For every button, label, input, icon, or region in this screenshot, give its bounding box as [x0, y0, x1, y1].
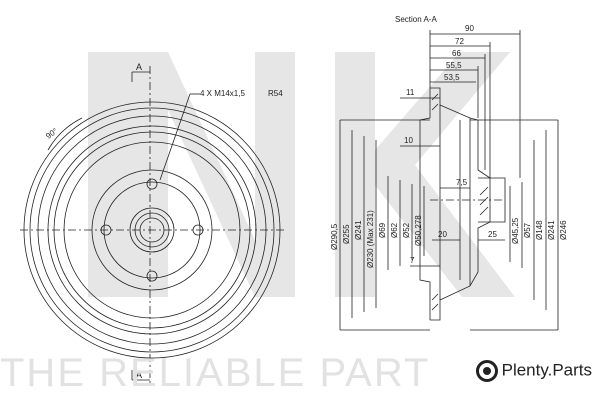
dim-small-2: 10	[404, 136, 413, 145]
dia-left-3: Ø241	[354, 220, 363, 240]
bolt-note: 4 X M14x1,5	[200, 89, 245, 98]
plenty-parts-logo-icon	[475, 360, 498, 382]
dia-left-6: Ø62	[390, 222, 399, 238]
bolt-hole	[146, 270, 158, 282]
dim-small-6: 7	[410, 256, 415, 265]
dia-left-8: Ø50,278	[414, 215, 423, 246]
angle-label: 90°	[44, 126, 59, 140]
radius-note: R54	[268, 89, 283, 98]
dia-left-7: Ø52	[402, 222, 411, 238]
brand-watermark: Plenty.Parts	[475, 360, 592, 382]
dia-left-5: Ø69	[378, 222, 387, 238]
dim-top-2: 72	[455, 37, 464, 46]
bolt-hole	[146, 178, 158, 190]
section-view	[339, 30, 559, 331]
section-marker-top: A	[136, 62, 142, 72]
bolt-leader	[159, 93, 191, 181]
section-title: Section A-A	[395, 15, 437, 24]
dia-left-4: Ø230 (Max 231)	[366, 210, 375, 268]
dim-top-3: 66	[452, 49, 461, 58]
dim-top-4: 55,5	[446, 61, 462, 70]
tagline-watermark: THE RELIABLE PART	[0, 351, 431, 395]
section-marker-bottom: A	[136, 370, 142, 380]
dim-small-1: 11	[406, 88, 415, 97]
dia-right-5: Ø246	[559, 220, 568, 240]
dia-left-2: Ø255	[342, 224, 351, 244]
dia-right-2: Ø57	[523, 222, 532, 238]
front-view	[20, 66, 285, 384]
dim-small-4: 20	[438, 230, 447, 239]
dim-top-5: 53,5	[444, 73, 460, 82]
nk-watermark-logo	[88, 52, 515, 297]
dia-right-1: Ø45,25	[511, 217, 520, 244]
dia-left-1: Ø290,5	[330, 223, 339, 250]
dia-right-3: Ø148	[535, 220, 544, 240]
dim-small-3: 7,5	[456, 178, 468, 187]
brand-text: Plenty.Parts	[501, 360, 592, 380]
dia-right-4: Ø241	[547, 220, 556, 240]
angle-arc	[47, 117, 83, 151]
dim-small-5: 25	[488, 230, 497, 239]
dim-top-1: 90	[465, 24, 474, 33]
